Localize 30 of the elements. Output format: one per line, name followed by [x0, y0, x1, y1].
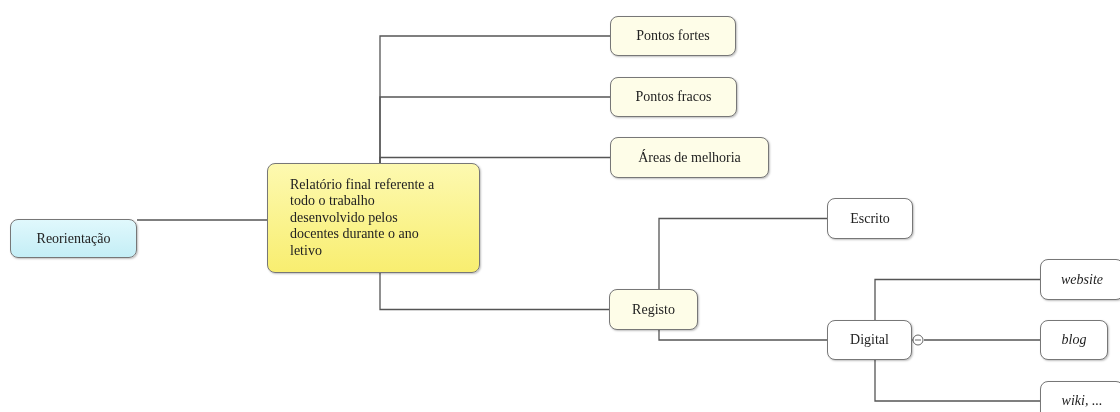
topic-label: Relatório final referente a todo o trabalho desenvolvido pelos docentes durante o ano letivo: [290, 177, 436, 259]
central-topic-box: [267, 163, 480, 273]
connector-line: [379, 156, 611, 164]
topic-box: [610, 137, 769, 178]
topic-box: [610, 77, 737, 117]
topic-box: [1040, 381, 1120, 412]
topic-label: wiki, ...: [1061, 393, 1103, 409]
topic-label: Pontos fortes: [636, 28, 710, 44]
topic-box: [610, 16, 736, 56]
connector-line: [874, 359, 1041, 402]
topic-box: [609, 289, 698, 330]
connector-line: [658, 329, 828, 341]
connector-line: [379, 272, 610, 311]
topic-label: website: [1061, 271, 1103, 288]
connector-line: [658, 217, 828, 290]
topic-label: Reorientação: [36, 230, 111, 247]
topic-label: Áreas de melhoria: [638, 149, 741, 166]
connector-line: [874, 278, 1041, 321]
topic-label: Digital: [850, 332, 889, 348]
topic-label: Pontos fracos: [635, 89, 712, 105]
topic-label: Escrito: [850, 210, 890, 227]
connector-line: [923, 339, 1041, 341]
topic-box: [1040, 320, 1108, 360]
topic-box: [10, 219, 137, 258]
topic-label: Registo: [632, 301, 675, 318]
topic-box: [827, 198, 913, 239]
connector-line: [136, 219, 268, 221]
topic-box: [827, 320, 912, 360]
topic-label: blog: [1061, 332, 1087, 348]
topic-box: [1040, 259, 1120, 300]
